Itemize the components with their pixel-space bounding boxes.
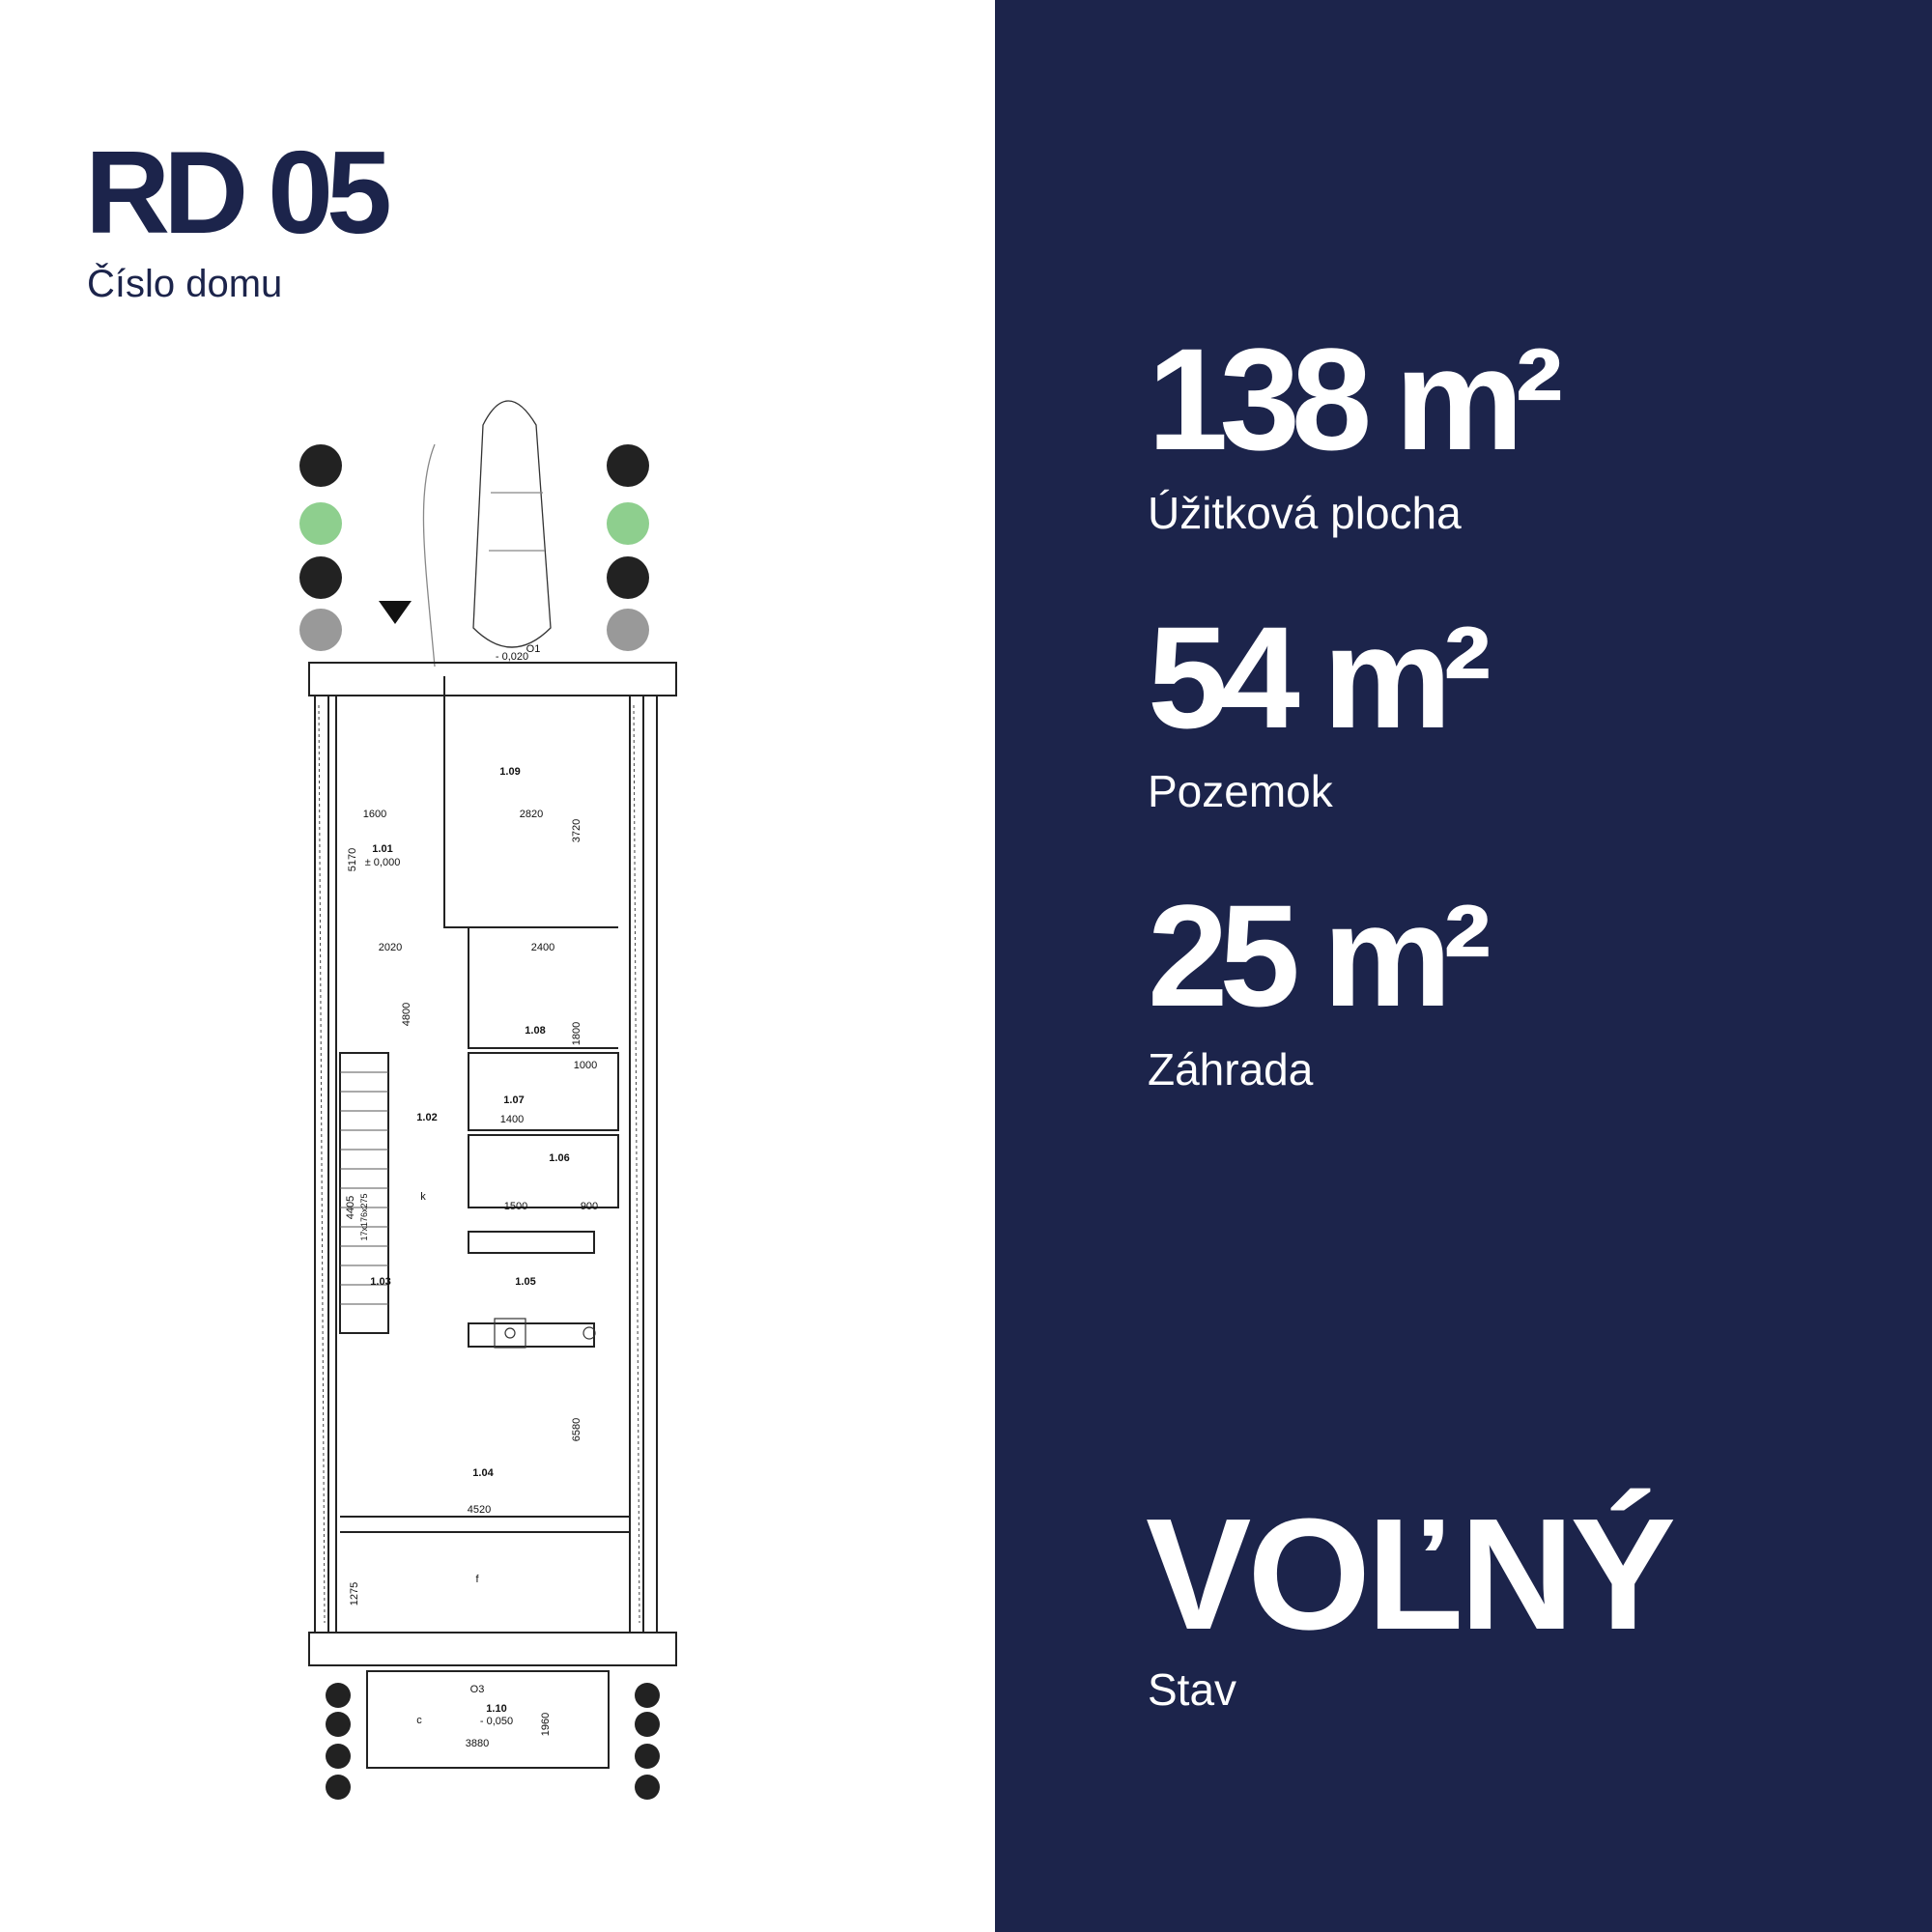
- dim-3880: 3880: [466, 1738, 489, 1749]
- dim-2400: 2400: [531, 942, 554, 953]
- car-outline: [472, 400, 552, 648]
- dim-4405: 4405: [345, 1196, 356, 1219]
- room-1-04: 1.04: [472, 1467, 494, 1479]
- garden-area-label: Záhrada: [1148, 1044, 1314, 1094]
- symbol-f: f: [475, 1574, 479, 1585]
- status-value: VOĽNÝ: [1146, 1486, 1676, 1662]
- dim-1800: 1800: [571, 1022, 582, 1045]
- symbol-o3: O3: [470, 1684, 485, 1695]
- room-1-08: 1.08: [525, 1025, 545, 1037]
- tree-icons: [299, 444, 660, 1800]
- level-terrace: - 0,050: [480, 1716, 513, 1727]
- dim-4520: 4520: [468, 1504, 491, 1516]
- dim-1400: 1400: [500, 1114, 524, 1125]
- dim-900: 900: [581, 1201, 598, 1212]
- level-hall: ± 0,000: [365, 857, 401, 868]
- house-number-label: Číslo domu: [87, 263, 283, 305]
- room-1-03: 1.03: [370, 1276, 390, 1288]
- room-1-06: 1.06: [549, 1152, 569, 1164]
- house-number: RD 05: [85, 127, 392, 258]
- floor-plan: - 0,020 O1 1.09 2820 1600 1.01 ± 0,000 2…: [299, 400, 677, 1800]
- room-1-01: 1.01: [372, 843, 392, 855]
- dim-1960: 1960: [540, 1713, 552, 1736]
- room-1-02: 1.02: [416, 1112, 437, 1123]
- dim-1275: 1275: [349, 1582, 360, 1605]
- dim-5170: 5170: [347, 848, 358, 871]
- left-panel: RD 05 Číslo domu: [85, 127, 677, 1800]
- usable-area-label: Úžitková plocha: [1148, 488, 1462, 538]
- right-panel: [995, 0, 1932, 1932]
- entrance-arrow-icon: [379, 601, 412, 624]
- plot-area-label: Pozemok: [1148, 766, 1333, 816]
- dim-1600: 1600: [363, 809, 386, 820]
- room-1-10: 1.10: [486, 1703, 506, 1715]
- car-label: O1: [526, 643, 541, 655]
- dim-2820: 2820: [520, 809, 543, 820]
- room-1-09: 1.09: [499, 766, 520, 778]
- dim-3720: 3720: [571, 819, 582, 842]
- dim-6580: 6580: [571, 1418, 582, 1441]
- dim-4800: 4800: [401, 1003, 412, 1026]
- usable-area-value: 138 m²: [1148, 318, 1563, 480]
- symbol-c: c: [416, 1715, 422, 1726]
- level-entry: - 0,020: [496, 651, 528, 663]
- room-1-07: 1.07: [503, 1094, 524, 1106]
- dim-1500: 1500: [504, 1201, 527, 1212]
- status-label: Stav: [1148, 1664, 1237, 1715]
- dim-1000: 1000: [574, 1060, 597, 1071]
- stairs-spec: 17x176x275: [359, 1193, 369, 1240]
- room-1-05: 1.05: [515, 1276, 535, 1288]
- plot-area-value: 54 m²: [1148, 596, 1492, 758]
- garden-area-value: 25 m²: [1148, 874, 1492, 1037]
- symbol-k: k: [420, 1191, 426, 1203]
- dim-2020: 2020: [379, 942, 402, 953]
